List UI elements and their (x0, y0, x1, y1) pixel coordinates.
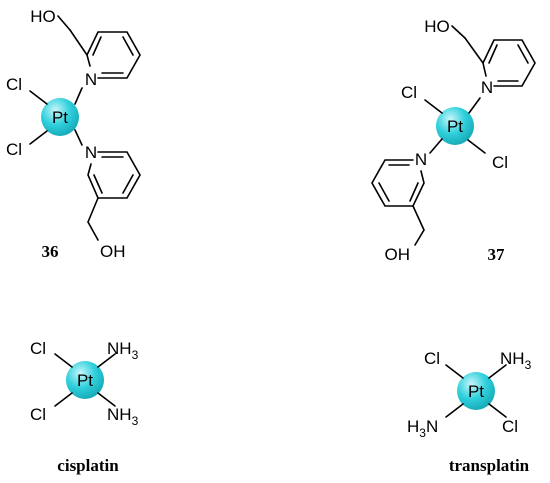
n-atom: N (415, 150, 427, 169)
n-atom: N (85, 70, 97, 89)
compound-cisplatin: Pt Cl Cl NH3 NH3 cisplatin (30, 339, 139, 475)
pt-atom: Pt (447, 117, 463, 136)
double-bond (93, 174, 103, 194)
pt-cl-bond (29, 130, 48, 145)
ch2-oh-bond (414, 229, 425, 246)
platinum-sphere (41, 98, 79, 136)
pt-cl-bond (467, 139, 486, 154)
platinum-sphere (436, 107, 474, 145)
cl-atom: Cl (502, 417, 518, 436)
pyridine-ring (87, 151, 141, 199)
compound-transplatin: Pt Cl Cl NH3 H3N transplatin (407, 349, 532, 475)
nh3-group: NH3 (107, 405, 139, 428)
double-bond (92, 36, 102, 56)
compound-label-36: 36 (42, 242, 59, 261)
platinum-sphere (66, 361, 104, 399)
compound-label-cisplatin: cisplatin (57, 456, 119, 475)
ch2-bond (464, 37, 484, 64)
ch2-oh-bond (451, 25, 466, 39)
pyridine-ring (371, 159, 425, 207)
pt-cl-bond (445, 364, 464, 379)
cl-atom: Cl (424, 349, 440, 368)
ho-group: HO (30, 7, 56, 26)
oh-group: OH (385, 245, 411, 264)
compound-36: Pt Cl Cl N HO N OH 36 (6, 7, 141, 261)
pt-cl-bond (54, 353, 73, 368)
cl-atom: Cl (401, 83, 417, 102)
pt-n-bond (74, 87, 83, 105)
pt-cl-bond (488, 403, 507, 418)
pt-nh3-bond (97, 392, 116, 407)
double-bond (378, 182, 390, 202)
compound-37: Pt Cl Cl N HO N OH 37 (371, 17, 536, 264)
nh3-group: NH3 (500, 349, 532, 372)
pt-n-bond (74, 129, 83, 146)
ch2-bond (69, 29, 88, 56)
cl-atom: Cl (6, 140, 22, 159)
pt-nh3-bond (488, 364, 507, 379)
pt-cl-bond (424, 99, 443, 114)
compound-label-transplatin: transplatin (449, 456, 530, 475)
pt-cl-bond (29, 90, 48, 105)
double-bond (122, 174, 134, 194)
nh3-group: NH3 (107, 339, 139, 362)
double-bond (488, 44, 498, 64)
ch2-bond (87, 197, 99, 223)
pt-cl-bond (54, 392, 73, 407)
cl-atom: Cl (6, 75, 22, 94)
pt-n-bond (468, 97, 481, 114)
pt-atom: Pt (468, 382, 484, 401)
double-bond (517, 44, 529, 64)
cl-atom: Cl (30, 405, 46, 424)
h3n-group: H3N (407, 417, 438, 440)
platinum-sphere (457, 372, 495, 410)
ch2-oh-bond (57, 15, 71, 31)
n-atom: N (85, 143, 97, 162)
ch2-bond (412, 205, 425, 231)
oh-group: OH (100, 242, 126, 261)
ch2-oh-bond (87, 221, 99, 241)
double-bond (409, 182, 419, 202)
pt-atom: Pt (77, 371, 93, 390)
pt-n-bond (429, 138, 443, 154)
cl-atom: Cl (30, 339, 46, 358)
n-atom: N (481, 78, 493, 97)
ho-group: HO (424, 17, 450, 36)
cl-atom: Cl (492, 153, 508, 172)
pt-nh3-bond (97, 353, 116, 368)
compound-label-37: 37 (488, 245, 506, 264)
double-bond (122, 36, 134, 56)
pt-nh3-bond (445, 403, 464, 418)
pt-atom: Pt (52, 108, 68, 127)
